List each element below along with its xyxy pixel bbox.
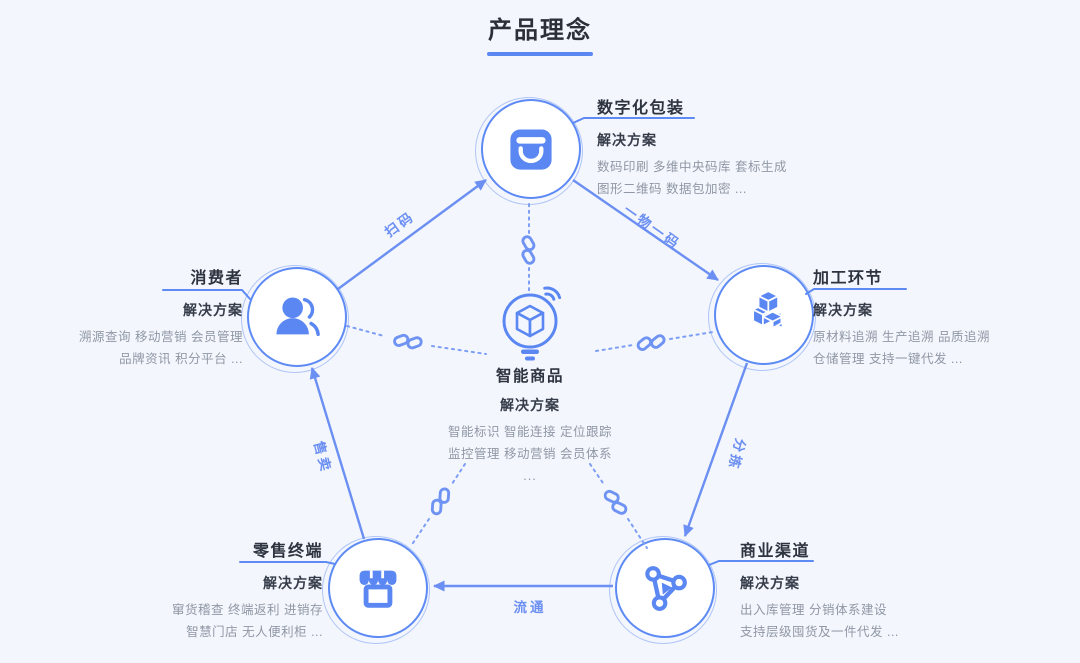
node-text-consumer: 消费者 解决方案 溯源查询 移动营销 会员管理 品牌资讯 积分平台 ... bbox=[13, 264, 243, 371]
node-circle-retail-terminal bbox=[328, 538, 428, 638]
solution-desc-line: 品牌资讯 积分平台 ... bbox=[119, 352, 243, 367]
smart-product-bulb-icon bbox=[502, 286, 562, 361]
node-text-digital-packaging: 数字化包装 解决方案 数码印刷 多维中央码库 套标生成 图形二维码 数据包加密 … bbox=[597, 94, 857, 201]
network-nodes-icon bbox=[645, 566, 687, 611]
flow-label-circulation: 流通 bbox=[513, 600, 547, 615]
solution-label: 解决方案 bbox=[740, 575, 800, 591]
flow-label-scan: 扫码 bbox=[382, 208, 418, 240]
chain-link-icon bbox=[599, 484, 632, 521]
solution-desc-line: 溯源查询 移动营销 会员管理 bbox=[79, 330, 243, 344]
node-title: 商业渠道 bbox=[740, 543, 811, 560]
solution-desc-line: 数码印刷 多维中央码库 套标生成 bbox=[597, 160, 787, 174]
cubes-icon bbox=[752, 290, 784, 329]
node-text-processing: 加工环节 解决方案 原材料追溯 生产追溯 品质追溯 仓储管理 支持一键代发 ..… bbox=[813, 264, 1073, 371]
signal-waves-icon bbox=[543, 286, 562, 301]
node-text-retail-terminal: 零售终端 解决方案 窜货稽查 终端返利 进销存 智慧门店 无人便利柜 ... bbox=[93, 537, 323, 644]
solution-label: 解决方案 bbox=[597, 132, 657, 148]
storefront-icon bbox=[359, 570, 397, 608]
page-title: 产品理念 bbox=[488, 17, 592, 44]
dotted-link-processing bbox=[595, 331, 714, 352]
solution-label: 解决方案 bbox=[183, 302, 243, 318]
solution-desc-line: 出入库管理 分销体系建设 bbox=[740, 603, 887, 617]
center-node-text: 智能商品 解决方案 智能标识 智能连接 定位跟踪 监控管理 移动营销 会员体系 … bbox=[400, 364, 660, 483]
user-icon bbox=[276, 297, 320, 337]
solution-desc-line: 监控管理 移动营销 会员体系 bbox=[448, 447, 612, 462]
solution-desc-ellipsis: ... bbox=[523, 467, 537, 483]
title-underline bbox=[487, 52, 593, 56]
solution-desc-line: 仓储管理 支持一键代发 ... bbox=[813, 352, 963, 367]
solution-desc-line: 图形二维码 数据包加密 ... bbox=[597, 182, 747, 197]
chain-link-icon bbox=[424, 483, 457, 520]
node-text-business-channel: 商业渠道 解决方案 出入库管理 分销体系建设 支持层级囤货及一件代发 ... bbox=[740, 537, 1000, 644]
solution-desc-line: 智能标识 智能连接 定位跟踪 bbox=[448, 425, 612, 439]
solution-desc-line: 窜货稽查 终端返利 进销存 bbox=[172, 603, 323, 617]
chain-link-icon bbox=[519, 233, 537, 267]
node-circle-business-channel bbox=[615, 538, 715, 638]
node-title: 加工环节 bbox=[813, 270, 884, 287]
chain-link-icon bbox=[633, 331, 669, 354]
solution-label: 解决方案 bbox=[500, 397, 560, 413]
flow-label-selling: 售卖 bbox=[311, 439, 335, 476]
node-circle-processing bbox=[714, 265, 814, 365]
flow-label-one-item-one-code: 一物一码 bbox=[620, 202, 684, 253]
node-circle-consumer bbox=[247, 267, 347, 367]
shopping-bag-icon bbox=[510, 129, 552, 170]
node-title: 消费者 bbox=[190, 270, 243, 287]
node-title: 零售终端 bbox=[252, 543, 323, 560]
node-title: 智能商品 bbox=[495, 368, 564, 385]
solution-desc-line: 智慧门店 无人便利柜 ... bbox=[186, 625, 323, 640]
chain-link-icon bbox=[390, 330, 426, 353]
header: 产品理念 bbox=[0, 10, 1080, 56]
flow-label-sorting: 分拣 bbox=[725, 436, 749, 473]
solution-label: 解决方案 bbox=[813, 302, 873, 318]
solution-desc-line: 原材料追溯 生产追溯 品质追溯 bbox=[813, 330, 990, 344]
node-title: 数字化包装 bbox=[597, 100, 685, 117]
solution-desc-line: 支持层级囤货及一件代发 ... bbox=[740, 625, 899, 640]
flow-arrow-scan bbox=[337, 179, 487, 290]
node-circle-digital-packaging bbox=[481, 99, 581, 199]
dotted-link-consumer bbox=[346, 325, 487, 355]
solution-label: 解决方案 bbox=[263, 575, 323, 591]
